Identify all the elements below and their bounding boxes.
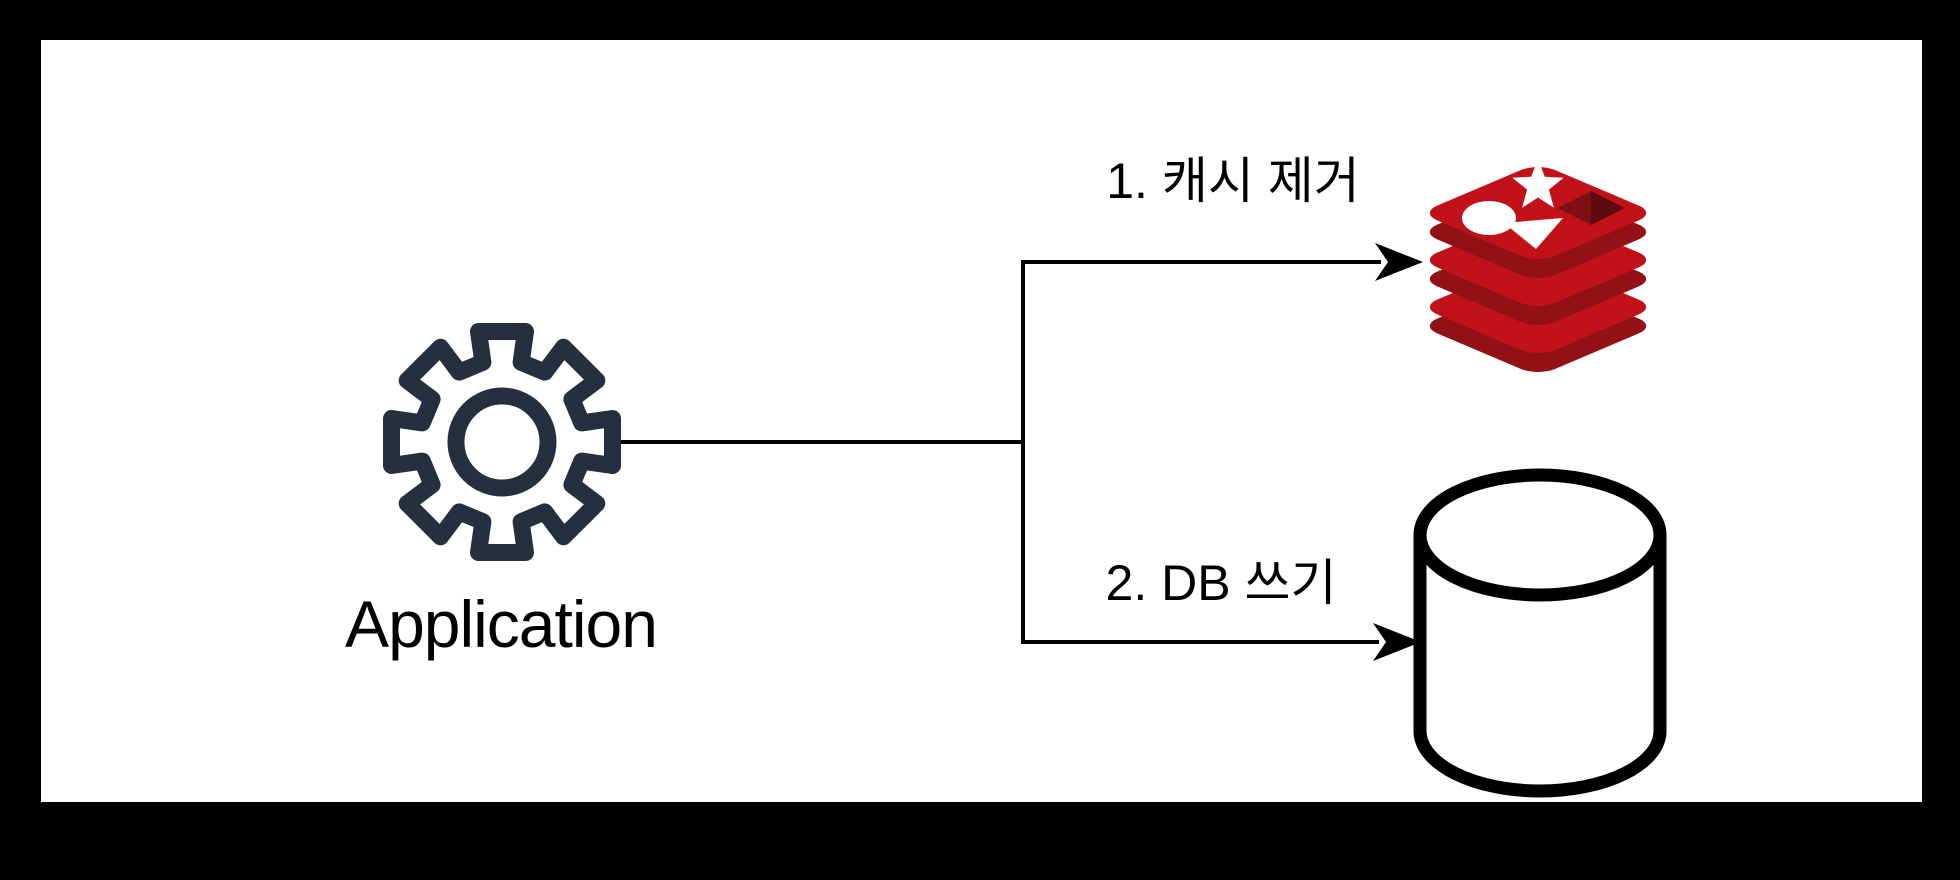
database-icon (1413, 468, 1667, 798)
redis-circle-shape (1462, 201, 1516, 235)
gear-hub-circle (447, 387, 557, 497)
redis-diamond-hole-shadow (1591, 191, 1625, 225)
diagram-canvas: Application 1. 캐시 제거 2. DB 쓰기 (41, 40, 1922, 802)
database-body (1413, 535, 1667, 798)
redis-star-shape (1512, 159, 1564, 208)
redis-icon (1429, 159, 1647, 372)
redis-triangle-shape (1504, 218, 1563, 249)
edge-label-cache: 1. 캐시 제거 (1106, 153, 1360, 209)
database-top (1413, 468, 1667, 602)
application-label: Application (345, 587, 658, 661)
gear-icon (383, 323, 621, 561)
edge-label-db: 2. DB 쓰기 (1105, 555, 1337, 611)
